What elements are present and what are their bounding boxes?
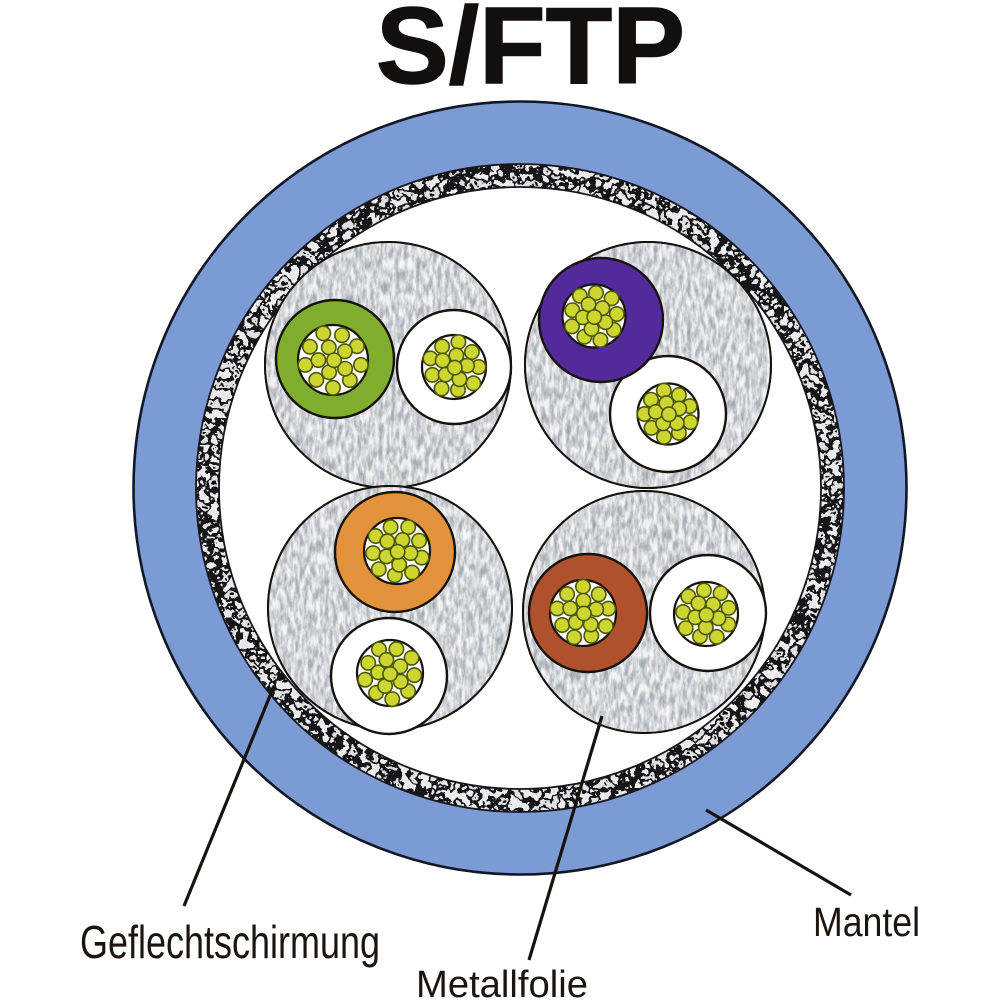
svg-text:Geflechtschirmung: Geflechtschirmung [80, 916, 380, 968]
svg-text:S/FTP: S/FTP [376, 0, 685, 107]
svg-text:Metallfolie: Metallfolie [416, 964, 588, 1000]
svg-text:Mantel: Mantel [813, 899, 920, 945]
